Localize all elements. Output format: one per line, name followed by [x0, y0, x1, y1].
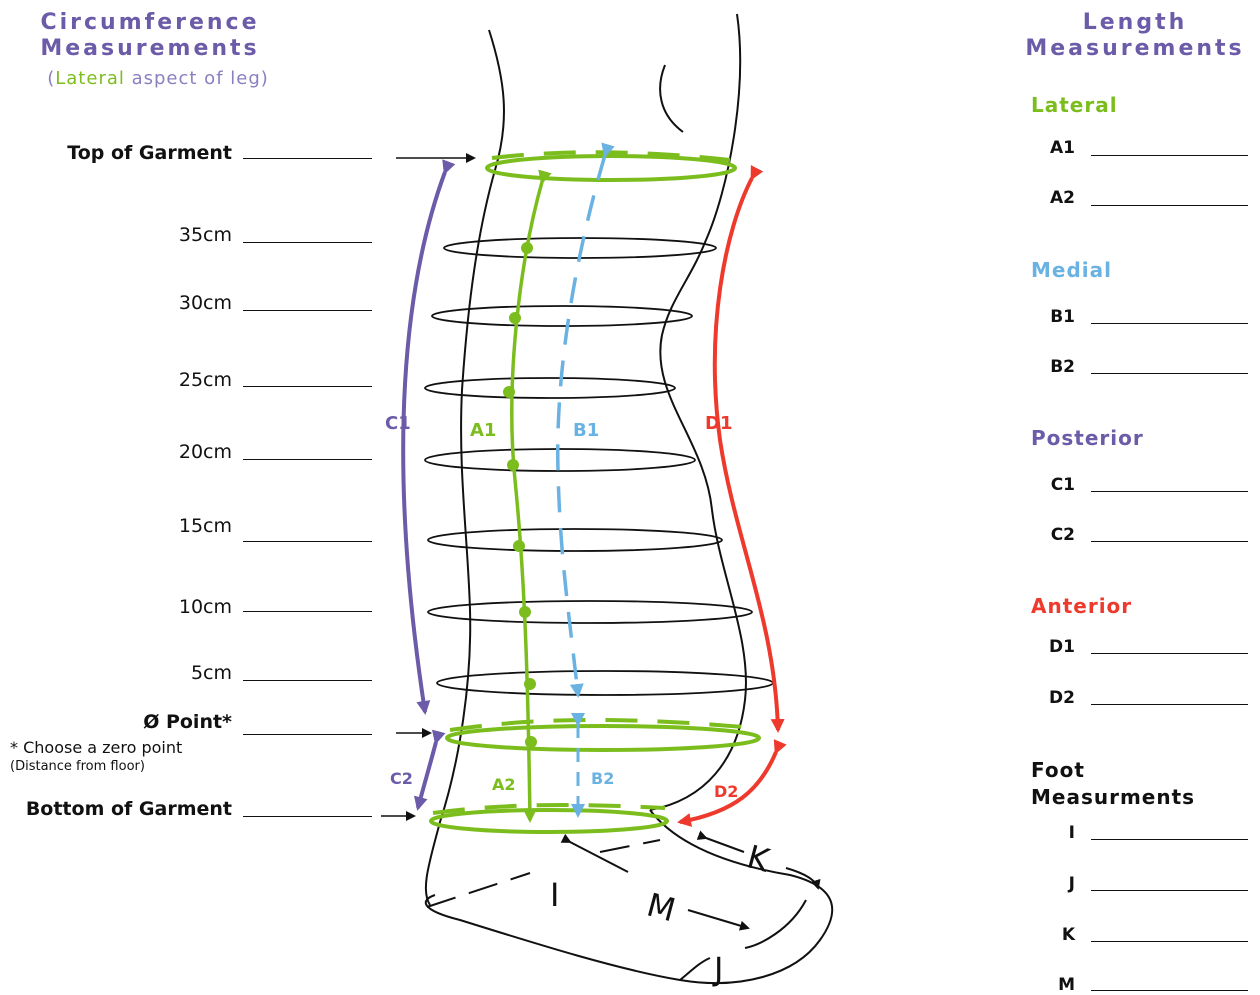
- leg-outline: [426, 14, 832, 983]
- label-c1: C1: [385, 413, 411, 434]
- length-title-line2: Measurements: [1010, 36, 1260, 62]
- section-anterior-title: Anterior: [1031, 594, 1132, 618]
- section-posterior-title: Posterior: [1031, 426, 1144, 450]
- i-label: I: [1025, 823, 1075, 843]
- section-lateral-title: Lateral: [1031, 93, 1118, 117]
- label-a1: A1: [470, 420, 496, 441]
- label-c2: C2: [390, 769, 413, 788]
- a2-field[interactable]: [1091, 205, 1248, 206]
- section-foot-title: Foot Measurments: [1031, 757, 1195, 811]
- foot-title-line1: Foot: [1031, 757, 1195, 784]
- j-label: J: [1025, 874, 1075, 894]
- d1-label: D1: [1025, 637, 1075, 657]
- b2-field[interactable]: [1091, 373, 1248, 374]
- b1-field[interactable]: [1091, 323, 1248, 324]
- c1-length-line: [403, 172, 445, 712]
- c1-label: C1: [1025, 475, 1075, 495]
- length-title: Length Measurements: [1010, 10, 1260, 62]
- d1-field[interactable]: [1091, 653, 1248, 654]
- label-i: I: [550, 876, 559, 914]
- a1-label: A1: [1025, 138, 1075, 158]
- a2-label: A2: [1025, 188, 1075, 208]
- k-field[interactable]: [1091, 941, 1248, 942]
- c2-label: C2: [1025, 525, 1075, 545]
- section-medial-title: Medial: [1031, 258, 1112, 282]
- d1-length-line: [715, 178, 778, 730]
- d2-label: D2: [1025, 688, 1075, 708]
- label-b1: B1: [573, 420, 599, 441]
- label-b2: B2: [591, 769, 614, 788]
- j-field[interactable]: [1091, 890, 1248, 891]
- c1-field[interactable]: [1091, 491, 1248, 492]
- c2-field[interactable]: [1091, 541, 1248, 542]
- circumference-rings: [425, 238, 773, 695]
- length-title-line1: Length: [1010, 10, 1260, 36]
- k-label: K: [1025, 925, 1075, 945]
- m-field[interactable]: [1091, 990, 1248, 991]
- label-d2: D2: [714, 782, 738, 801]
- m-label: M: [1025, 975, 1075, 995]
- b1-label: B1: [1025, 307, 1075, 327]
- b2-label: B2: [1025, 357, 1075, 377]
- d2-field[interactable]: [1091, 704, 1248, 705]
- c2-length-line: [418, 742, 436, 808]
- foot-title-line2: Measurments: [1031, 784, 1195, 811]
- label-k: K: [743, 838, 774, 880]
- label-m: M: [643, 885, 680, 929]
- a1-field[interactable]: [1091, 155, 1248, 156]
- label-j: J: [712, 950, 723, 988]
- label-a2: A2: [492, 775, 516, 794]
- i-field[interactable]: [1091, 839, 1248, 840]
- label-d1: D1: [705, 413, 732, 434]
